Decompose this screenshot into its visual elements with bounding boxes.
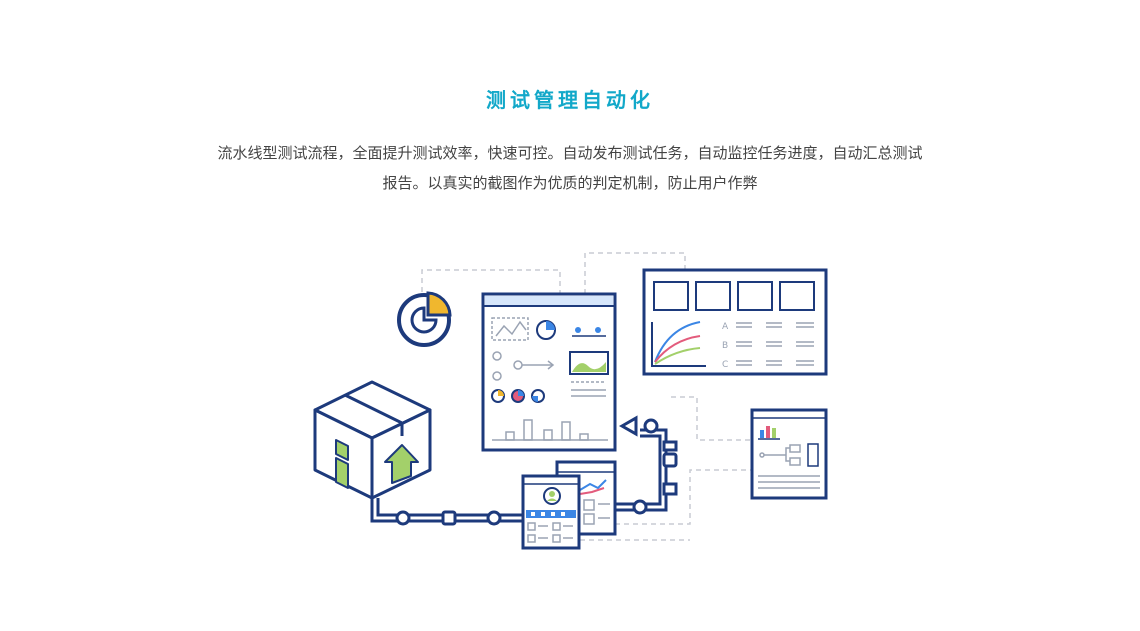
section-description: 流水线型测试流程，全面提升测试效率，快速可控。自动发布测试任务，自动监控任务进度…	[160, 138, 980, 198]
arrow-left-icon	[618, 415, 638, 437]
document-window	[750, 408, 828, 500]
report-window: A B C	[642, 268, 828, 376]
description-line-2: 报告。以真实的截图作为优质的判定机制，防止用户作弊	[382, 174, 758, 192]
dashed-connectors	[421, 252, 752, 541]
legend-label-c: C	[722, 360, 728, 370]
description-line-1: 流水线型测试流程，全面提升测试效率，快速可控。自动发布测试任务，自动监控任务进度…	[217, 144, 923, 162]
pipeline-joints	[395, 418, 678, 526]
section-title: 测试管理自动化	[486, 88, 654, 112]
pie-chart-icon	[397, 291, 452, 347]
package-box-icon	[313, 380, 432, 500]
legend-label-b: B	[722, 341, 728, 351]
user-profile-window	[521, 474, 581, 550]
test-automation-illustration: A B C	[313, 252, 828, 550]
legend-label-a: A	[722, 322, 729, 332]
analytics-dashboard-window	[481, 292, 617, 452]
